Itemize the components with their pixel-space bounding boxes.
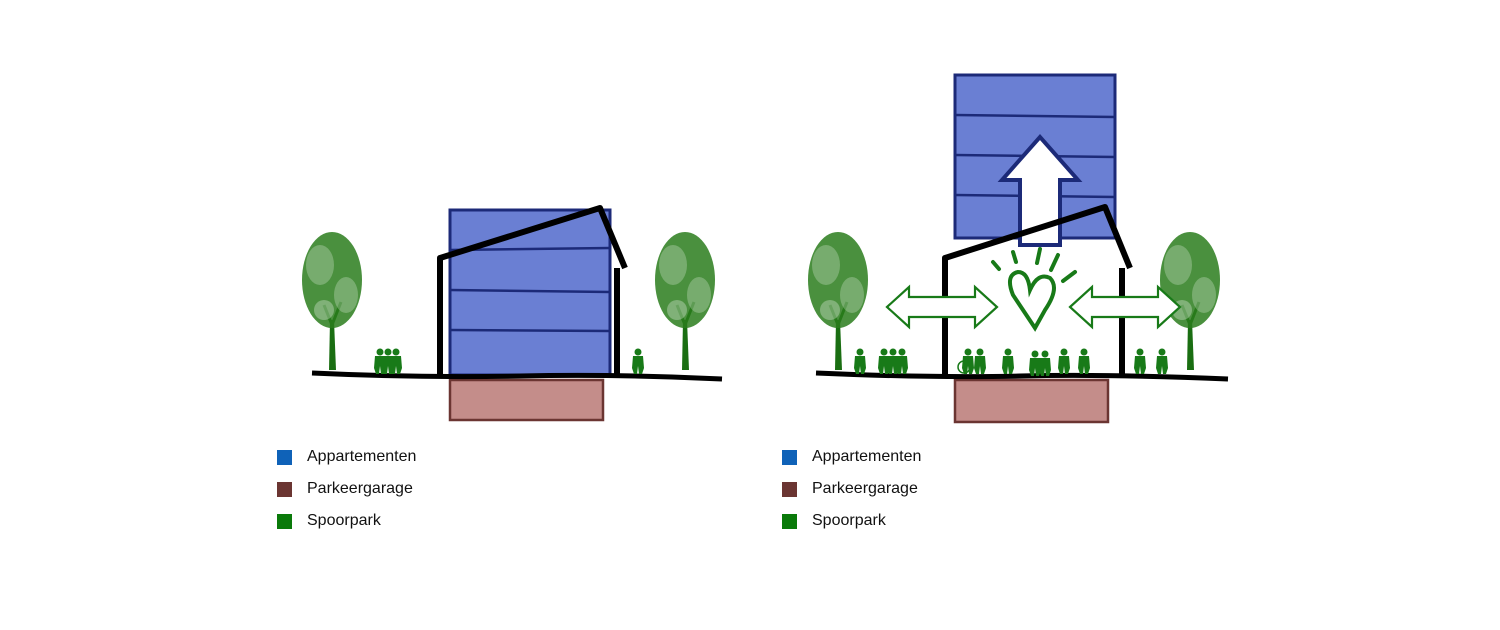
legend-item-parkeergarage: Parkeergarage xyxy=(782,480,918,498)
legend-item-appartementen: Appartementen xyxy=(782,448,921,466)
legend-swatch xyxy=(782,513,797,529)
building-outline xyxy=(437,205,628,375)
parking-garage-block xyxy=(448,378,605,422)
heart-icon xyxy=(991,247,1077,332)
tree-icon xyxy=(300,230,364,372)
legend-swatch xyxy=(782,449,797,465)
legend-item-spoorpark: Spoorpark xyxy=(782,512,886,530)
tree-icon xyxy=(653,230,717,372)
parking-garage-block xyxy=(953,378,1110,424)
legend-item-parkeergarage: Parkeergarage xyxy=(277,480,413,498)
legend-item-spoorpark: Spoorpark xyxy=(277,512,381,530)
legend-label: Appartementen xyxy=(307,448,417,465)
current-situation-section xyxy=(300,205,723,422)
future-situation-section xyxy=(806,73,1229,424)
legend-item-appartementen: Appartementen xyxy=(277,448,416,466)
legend-label: Parkeergarage xyxy=(812,480,918,497)
legend-swatch xyxy=(277,449,292,465)
legend-swatch xyxy=(277,481,292,497)
legend-label: Spoorpark xyxy=(812,512,886,529)
apartment-block xyxy=(448,208,612,377)
ground-line xyxy=(311,370,723,382)
legend-label: Parkeergarage xyxy=(307,480,413,497)
legend-swatch xyxy=(782,481,797,497)
people-group xyxy=(854,348,1168,376)
legend-swatch xyxy=(277,513,292,529)
legend-label: Spoorpark xyxy=(307,512,381,529)
legend-label: Appartementen xyxy=(812,448,922,465)
ground-line xyxy=(815,370,1229,382)
arrow-up-icon xyxy=(997,133,1083,247)
